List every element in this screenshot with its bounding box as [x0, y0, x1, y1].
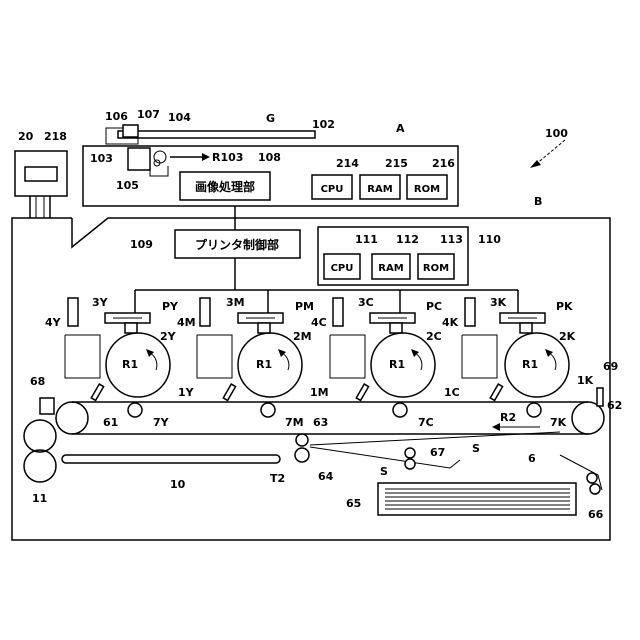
- label-216: 216: [432, 157, 455, 170]
- label-4m: 4M: [177, 316, 196, 329]
- label-1m: 1M: [310, 386, 329, 399]
- label-3k: 3K: [490, 296, 507, 309]
- label-7m: 7M: [285, 416, 304, 429]
- label-3y: 3Y: [92, 296, 109, 309]
- label-215: 215: [385, 157, 408, 170]
- label-1k: 1K: [577, 374, 594, 387]
- image-processor-text: 画像処理部: [195, 179, 255, 194]
- label-7c: 7C: [418, 416, 434, 429]
- label-r1-k: R1: [522, 358, 538, 371]
- label-2c: 2C: [426, 330, 442, 343]
- printer-controller-text: プリンタ制御部: [195, 237, 279, 252]
- label-111: 111: [355, 233, 378, 246]
- label-102: 102: [312, 118, 335, 131]
- label-61: 61: [103, 416, 118, 429]
- label-6: 6: [528, 452, 536, 465]
- label-2k: 2K: [559, 330, 576, 343]
- label-105: 105: [116, 179, 139, 192]
- ram-b-text: RAM: [378, 263, 403, 274]
- label-4c: 4C: [311, 316, 327, 329]
- ram-a-text: RAM: [367, 184, 392, 195]
- label-r2: R2: [500, 411, 516, 424]
- cpu-b-text: CPU: [331, 263, 354, 274]
- label-66: 66: [588, 508, 604, 521]
- label-214: 214: [336, 157, 359, 170]
- label-107: 107: [137, 108, 160, 121]
- label-63: 63: [313, 416, 328, 429]
- station-k: [462, 298, 569, 417]
- label-104: 104: [168, 111, 191, 124]
- label-2m: 2M: [293, 330, 312, 343]
- label-69: 69: [603, 360, 618, 373]
- label-r1-c: R1: [389, 358, 405, 371]
- label-g: G: [266, 112, 275, 125]
- fixing-unit: [24, 420, 56, 482]
- label-1c: 1C: [444, 386, 460, 399]
- label-7y: 7Y: [153, 416, 170, 429]
- label-20: 20: [18, 130, 34, 143]
- label-pm: PM: [295, 300, 314, 313]
- label-r1-m: R1: [256, 358, 272, 371]
- operation-panel: [15, 151, 67, 218]
- label-s-path: S: [472, 442, 480, 455]
- label-a: A: [396, 122, 405, 135]
- label-100: 100: [545, 127, 568, 140]
- label-r103: R103: [212, 151, 243, 164]
- printer-body-b: [12, 206, 610, 540]
- label-106: 106: [105, 110, 128, 123]
- label-67: 67: [430, 446, 445, 459]
- label-py: PY: [162, 300, 179, 313]
- label-b: B: [534, 195, 542, 208]
- rom-a-text: ROM: [414, 184, 440, 195]
- label-1y: 1Y: [178, 386, 195, 399]
- label-103: 103: [90, 152, 113, 165]
- label-3c: 3C: [358, 296, 374, 309]
- label-r1-y: R1: [122, 358, 138, 371]
- label-3m: 3M: [226, 296, 245, 309]
- rotation-arrows: [146, 349, 556, 370]
- conveyor-belt: [62, 432, 560, 469]
- reference-arrow-100: [530, 140, 565, 168]
- label-112: 112: [396, 233, 419, 246]
- label-7k: 7K: [550, 416, 567, 429]
- label-10: 10: [170, 478, 186, 491]
- label-64: 64: [318, 470, 334, 483]
- label-218: 218: [44, 130, 67, 143]
- label-113: 113: [440, 233, 463, 246]
- label-pc: PC: [426, 300, 442, 313]
- label-t2: T2: [270, 472, 285, 485]
- label-108: 108: [258, 151, 281, 164]
- label-4k: 4K: [442, 316, 459, 329]
- label-11: 11: [32, 492, 47, 505]
- label-62: 62: [607, 399, 622, 412]
- label-2y: 2Y: [160, 330, 177, 343]
- label-109: 109: [130, 238, 153, 251]
- rom-b-text: ROM: [423, 263, 449, 274]
- label-s-cassette: S: [380, 465, 388, 478]
- label-pk: PK: [556, 300, 573, 313]
- label-68: 68: [30, 375, 45, 388]
- label-4y: 4Y: [45, 316, 62, 329]
- cpu-a-text: CPU: [321, 184, 344, 195]
- label-65: 65: [346, 497, 361, 510]
- label-110: 110: [478, 233, 501, 246]
